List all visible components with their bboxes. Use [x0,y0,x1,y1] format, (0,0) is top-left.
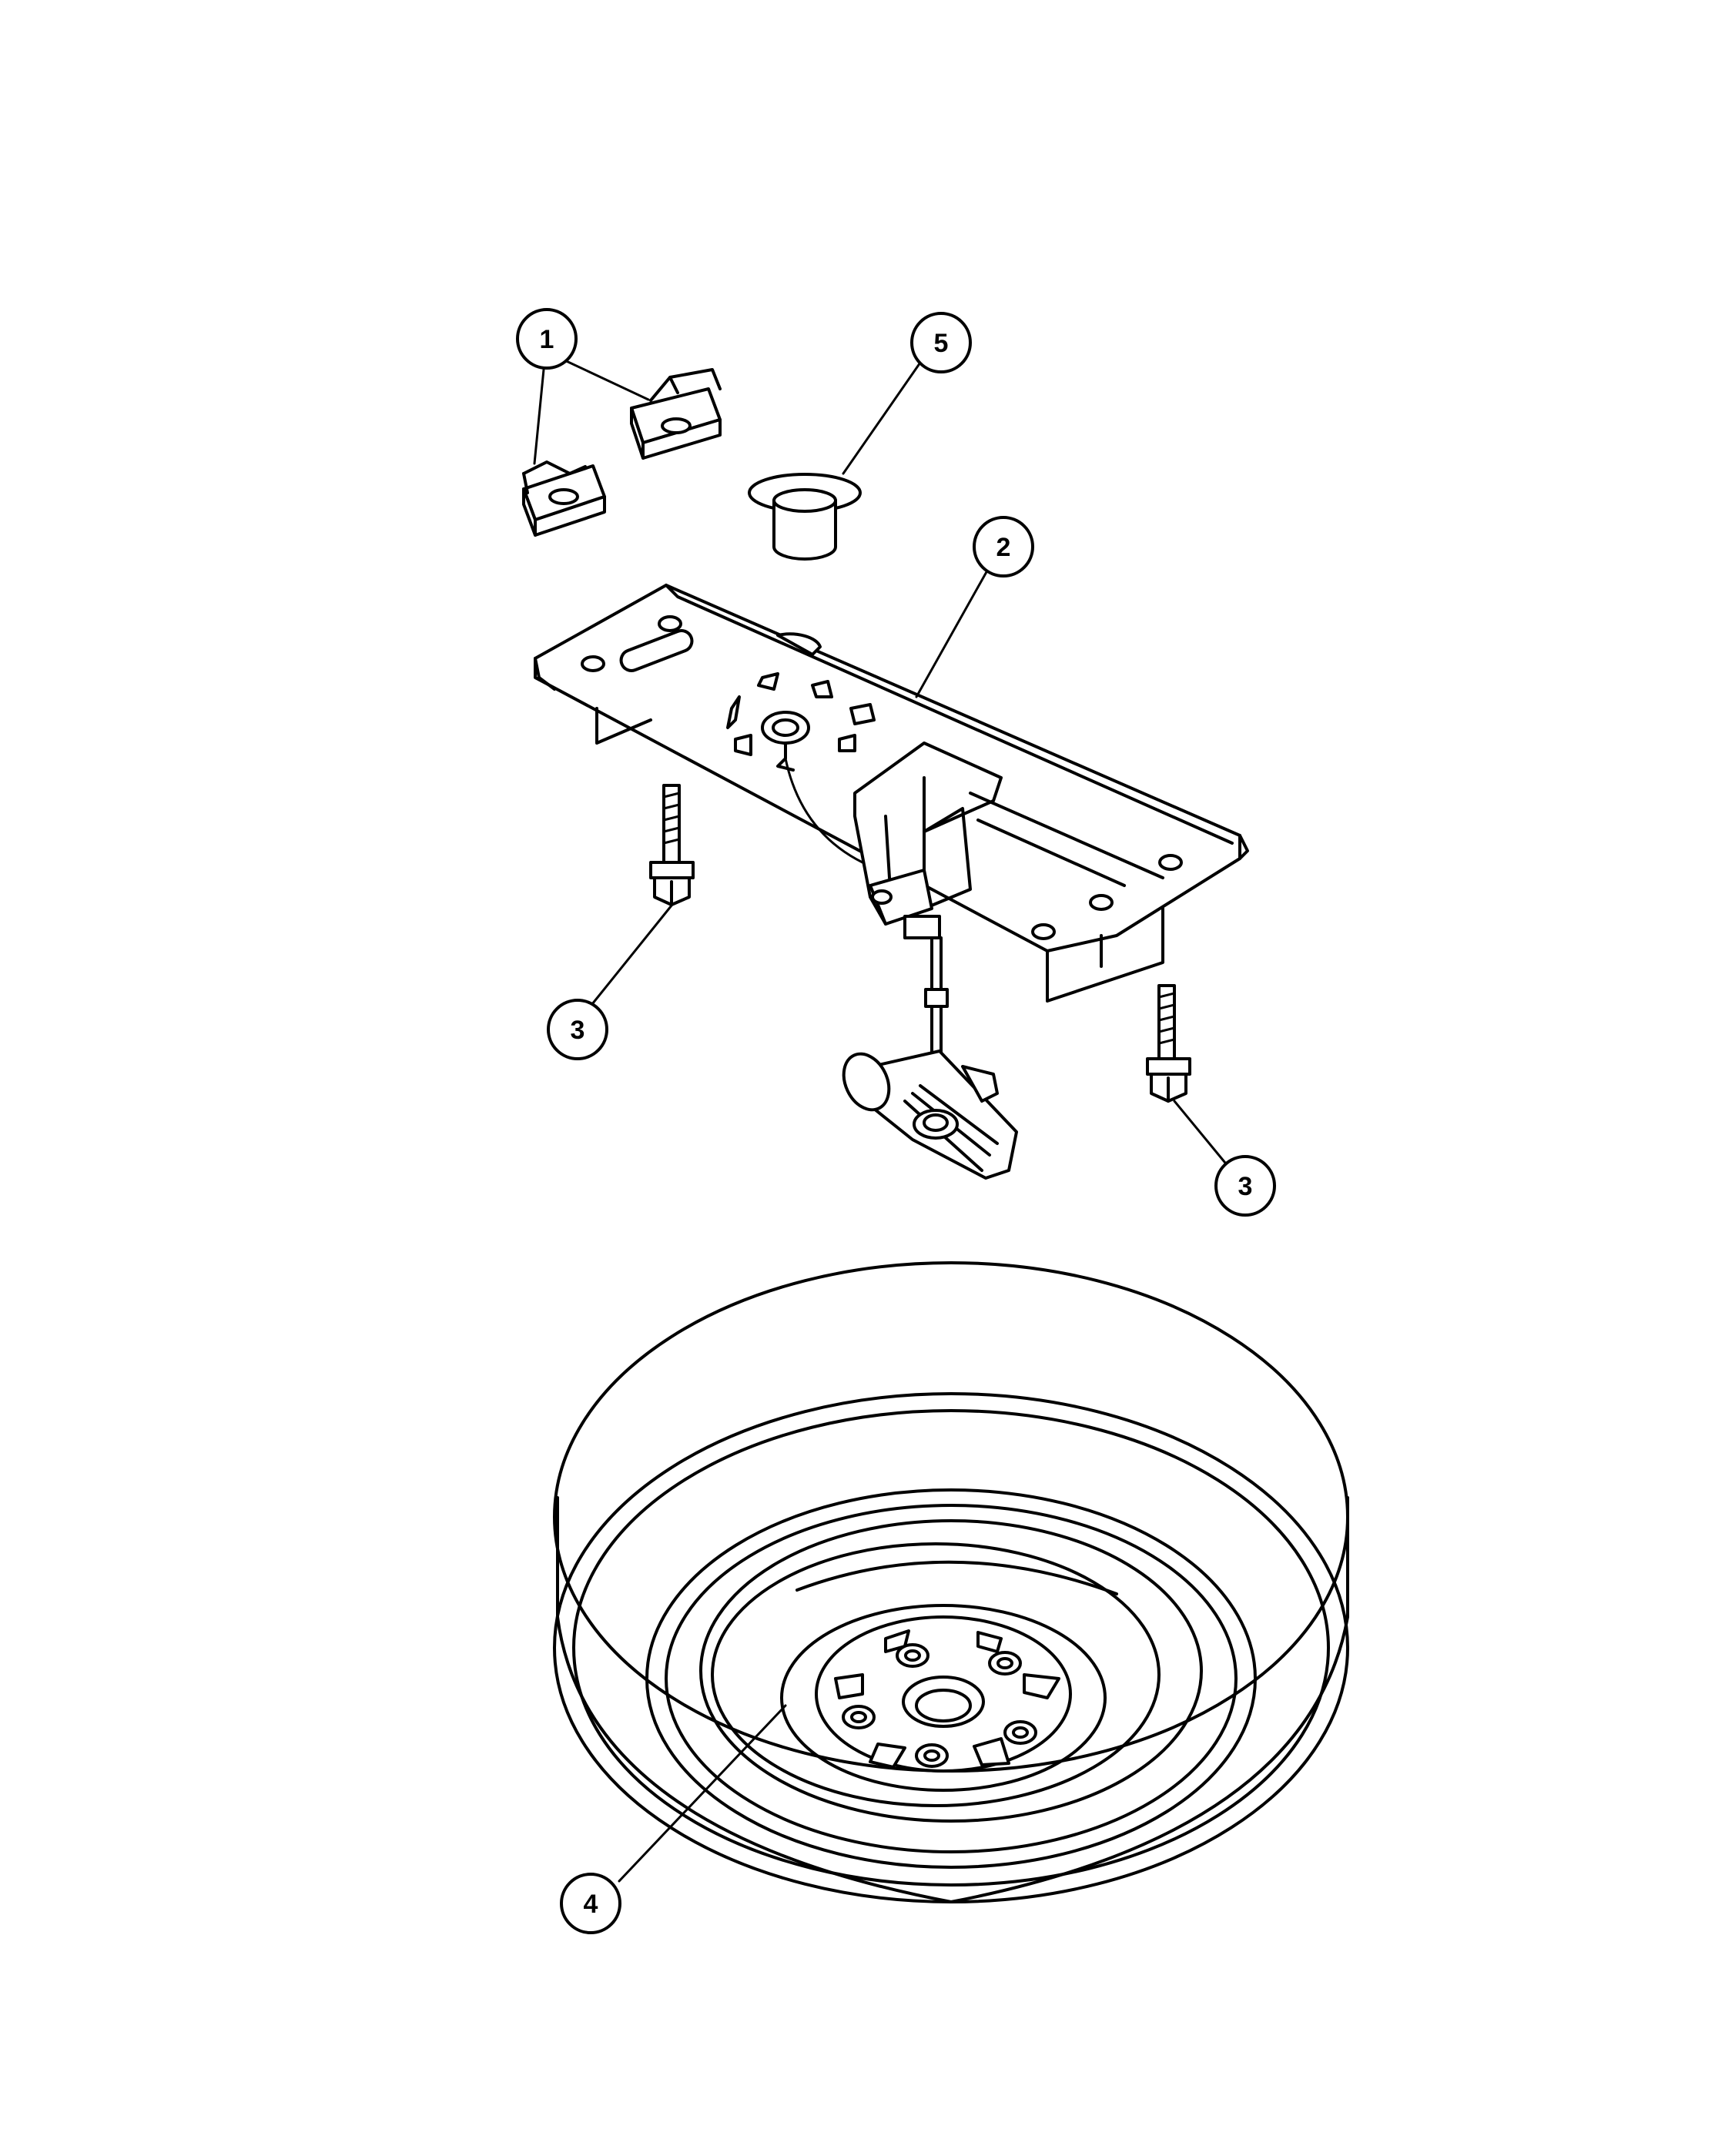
callout-4-label: 4 [584,1890,598,1919]
bolt-right [1146,984,1191,1103]
callout-4: 4 [560,1873,621,1934]
callout-5-label: 5 [934,329,949,358]
spare-tire-carrier-bracket [534,584,1249,1003]
callout-3-left: 3 [547,999,608,1060]
plug-cap [748,473,862,561]
callout-2-label: 2 [996,533,1011,562]
winch-cable-and-lift-plate [842,936,1018,1180]
callout-2: 2 [973,516,1034,578]
callout-1-label: 1 [540,325,554,354]
bolt-left [649,784,695,906]
leader-lines [533,357,1230,1883]
clip-nut-upper [630,368,722,460]
callout-3-right-label: 3 [1238,1172,1253,1201]
callout-3-right: 3 [1214,1155,1276,1217]
spare-tire-and-wheel [553,1261,1349,1903]
callout-1: 1 [516,308,578,370]
callout-3-left-label: 3 [571,1016,585,1045]
callout-5: 5 [910,312,972,373]
clip-nut-lower [522,460,606,537]
